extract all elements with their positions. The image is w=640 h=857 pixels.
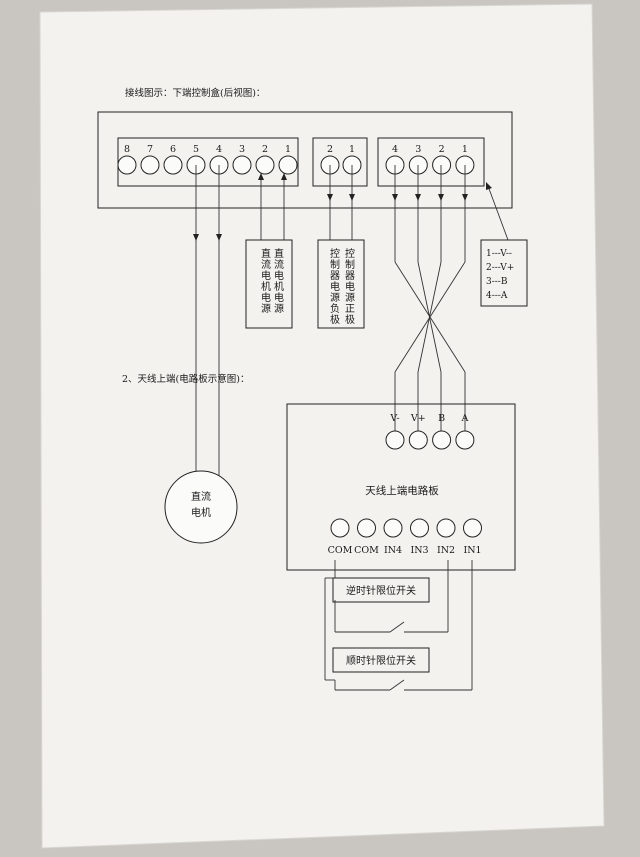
page-heading: 接线图示：下端控制盒(后视图)： [125, 87, 265, 99]
controller-power-pos-label: 控制器电源正极 [343, 247, 355, 325]
box1-pin-terminal-label: 5 [193, 144, 199, 155]
board-bottom-terminal [436, 518, 456, 538]
motor-power-label-b: 直流电机电源 [272, 247, 284, 314]
board-top-pin-label: A [460, 413, 468, 424]
box1-pin-terminal [117, 155, 137, 175]
antenna-board [286, 403, 516, 571]
box3-pin-terminal [432, 155, 452, 175]
board-bottom-pin-label: IN3 [410, 545, 428, 556]
board-title: 天线上端电路板 [365, 484, 439, 497]
motor-power-wires [258, 173, 287, 240]
legend-entry: 1---V-- [486, 249, 512, 259]
board-top-terminal [432, 430, 452, 450]
board-bottom-pin-label: IN1 [463, 545, 481, 556]
box1-pin-terminal-label: 4 [216, 144, 222, 155]
board-bottom-terminal [463, 518, 482, 538]
box1-pin-terminal-label: 2 [262, 144, 268, 155]
box1-pin-terminal [163, 155, 183, 175]
legend-entry: 3---B [486, 277, 508, 287]
box2-pin-terminal-label: 1 [349, 144, 355, 155]
motor-wires [193, 165, 222, 478]
board-bottom-terminal [383, 518, 403, 538]
box1-pin-terminal-label: 8 [124, 144, 130, 155]
box3-pin-terminal-label: 2 [439, 144, 445, 155]
board-bottom-pin-label: COM [328, 545, 353, 556]
terminal-block-1-pins: 8 7 6 5 4 3 2 1 [117, 144, 298, 175]
ccw-limit-switch-label: 逆时针限位开关 [346, 584, 416, 597]
board-bottom-pin-label: IN2 [437, 545, 455, 556]
board-bottom-pin-label: COM [354, 545, 379, 556]
board-top-terminal [385, 430, 405, 450]
box3-pin-terminal-label: 4 [392, 144, 398, 155]
legend-entry: 2---V+ [486, 263, 514, 273]
box1-pin-terminal-label: 7 [147, 144, 153, 155]
box1-pin-terminal [255, 155, 275, 175]
motor-power-label-a: 直流电机电源 [259, 247, 271, 314]
motor-label-line1: 直流 [191, 490, 211, 503]
ccw-limit-switch-box [332, 577, 430, 603]
motor-power-label-box [245, 239, 293, 329]
board-bottom-terminal [410, 518, 429, 538]
legend-pointer [486, 182, 509, 241]
controller-power-neg-label: 控制器电源负极 [328, 247, 340, 325]
board-top-terminals: V- V+ B A [385, 413, 475, 450]
board-bottom-pin-label: IN4 [384, 545, 402, 556]
box3-pin-terminal-label: 1 [462, 144, 468, 155]
controller-power-wires [327, 165, 355, 240]
box3-pin-terminal-label: 3 [415, 144, 421, 155]
board-top-pin-label: V- [389, 413, 399, 424]
terminal-block-3 [377, 137, 485, 187]
pin-legend: 1---V-- 2---V+ 3---B 4---A [486, 249, 514, 301]
cw-limit-switch-label: 顺时针限位开关 [346, 654, 416, 667]
controller-power-label-box [317, 239, 365, 329]
box1-pin-terminal [278, 155, 298, 175]
legend-entry: 4---A [486, 291, 508, 301]
section-2-heading: 2、天线上端(电路板示意图)： [122, 373, 249, 385]
box1-pin-terminal-label: 6 [170, 144, 176, 155]
cw-limit-switch-box [332, 647, 430, 673]
pin-legend-box [480, 239, 528, 307]
terminal-block-2 [312, 137, 368, 187]
board-bottom-terminal [357, 518, 376, 538]
dc-motor [164, 470, 238, 544]
board-bottom-terminal [330, 518, 350, 538]
signal-cross-wires [392, 165, 468, 440]
box1-pin-terminal-label: 1 [285, 144, 291, 155]
box1-pin-terminal-label: 3 [239, 144, 245, 155]
board-top-terminal [455, 430, 475, 450]
board-top-pin-label: B [438, 413, 445, 424]
paper-sheet [39, 3, 605, 849]
box2-pin-terminal-label: 2 [327, 144, 333, 155]
box1-pin-terminal [140, 155, 160, 175]
board-top-terminal [408, 430, 428, 450]
box1-pin-terminal [232, 155, 252, 175]
board-top-pin-label: V+ [410, 413, 426, 424]
motor-label-line2: 电机 [191, 506, 211, 519]
control-box-frame [97, 111, 513, 209]
